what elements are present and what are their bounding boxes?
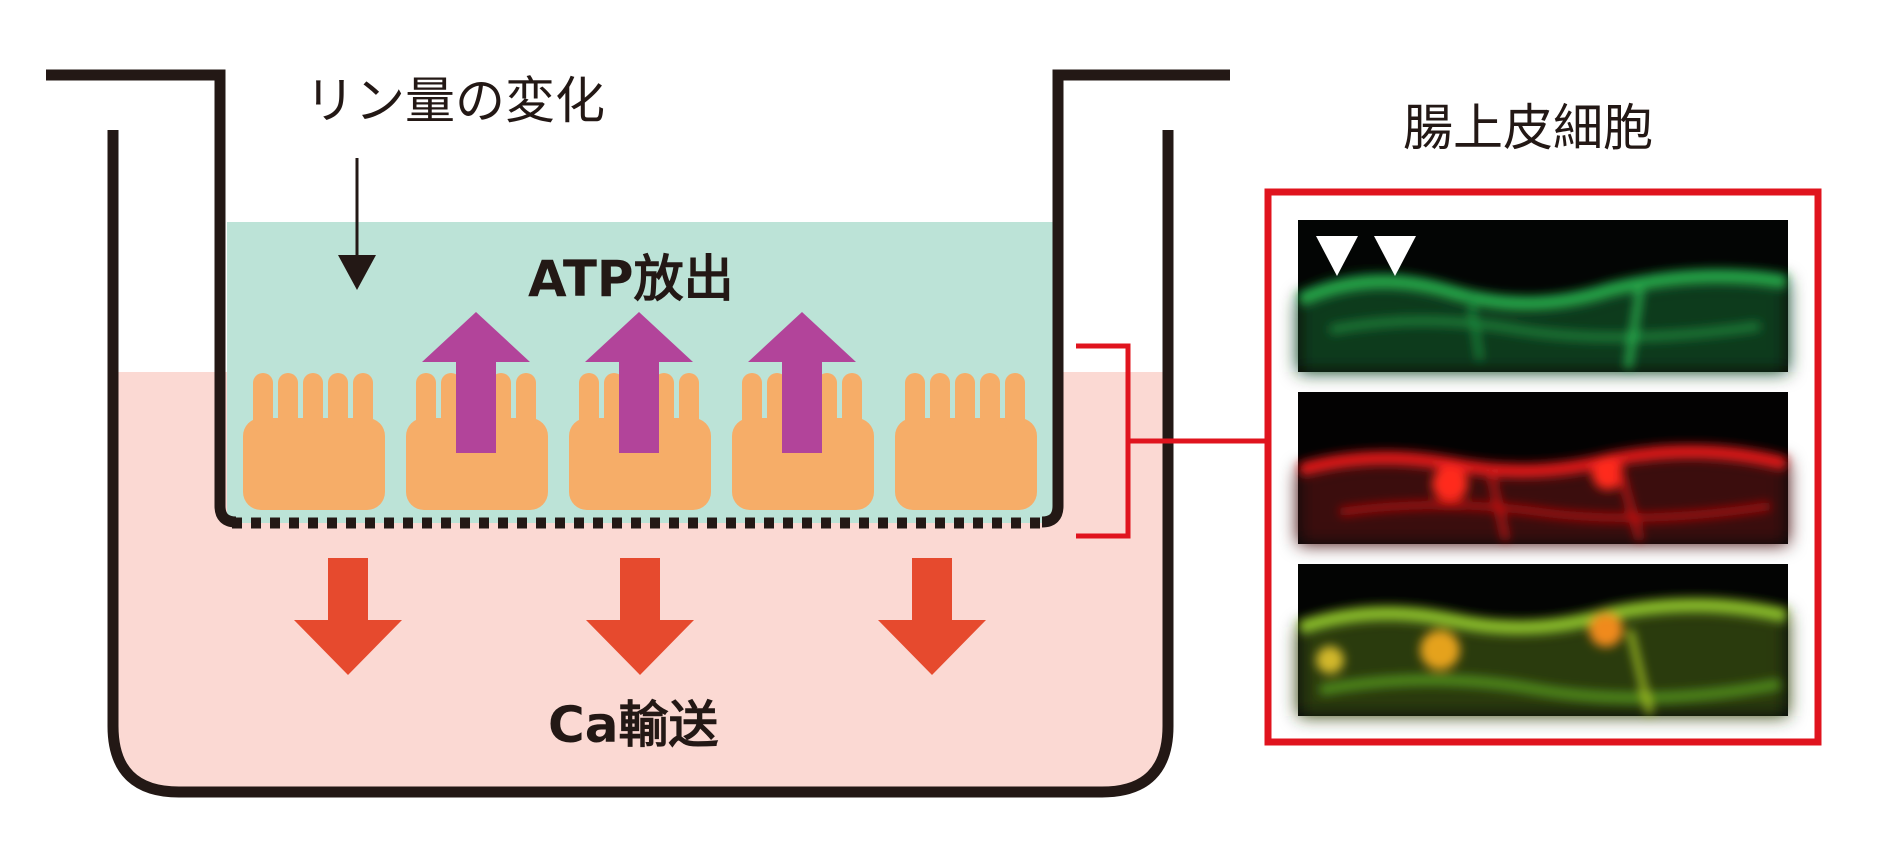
epithelial-cell-layer — [243, 373, 1037, 510]
epithelial-cell — [895, 373, 1037, 510]
microvillus — [278, 373, 298, 433]
epithelial-cells-label: 腸上皮細胞 — [1403, 99, 1653, 157]
down-arrow-icon — [294, 558, 402, 675]
triangle-marker-icon — [1374, 236, 1416, 276]
phosphate-change-label: リン量の変化 — [305, 72, 605, 130]
microvillus — [328, 373, 348, 433]
microvillus — [579, 373, 599, 433]
ca-transport-label: Ca輸送 — [548, 696, 718, 754]
microvillus — [930, 373, 950, 433]
down-arrow-icon — [878, 558, 986, 675]
microvillus — [955, 373, 975, 433]
atp-release-label: ATP放出 — [528, 250, 734, 308]
microvillus — [980, 373, 1000, 433]
epithelial-cell — [243, 373, 385, 510]
microvillus — [842, 373, 862, 433]
microvillus — [516, 373, 536, 433]
microvillus — [742, 373, 762, 433]
outer-well-wall — [107, 130, 1174, 798]
microvillus — [679, 373, 699, 433]
micrograph-red-channel — [1298, 392, 1788, 544]
micrograph-merged — [1297, 564, 1788, 716]
microvillus — [253, 373, 273, 433]
up-arrow-icon — [585, 312, 693, 453]
microvillus — [905, 373, 925, 433]
microvillus — [353, 373, 373, 433]
down-arrow-icon — [338, 255, 376, 290]
down-arrow-icon — [586, 558, 694, 675]
triangle-marker-icon — [1316, 236, 1358, 276]
microvillus — [1005, 373, 1025, 433]
up-arrow-icon — [422, 312, 530, 453]
atp-release-arrows — [422, 312, 856, 453]
up-arrow-icon — [748, 312, 856, 453]
ca-transport-arrows — [294, 558, 986, 675]
microvillus — [416, 373, 436, 433]
microvillus — [303, 373, 323, 433]
micrograph-green-channel — [1297, 220, 1788, 372]
